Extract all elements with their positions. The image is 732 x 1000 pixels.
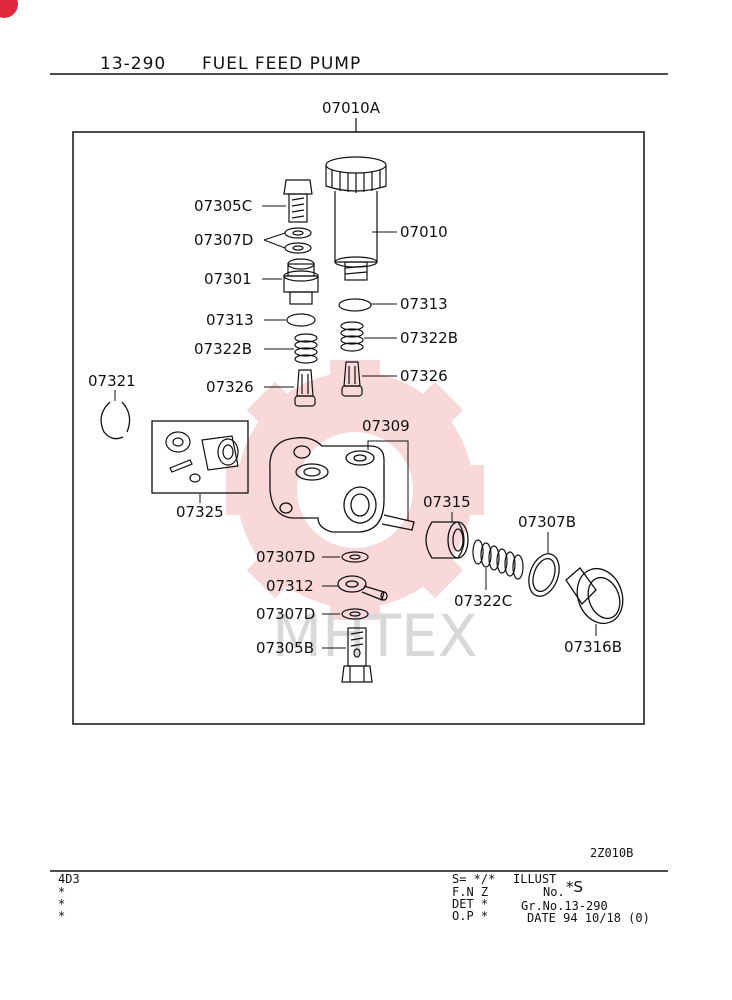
footer-illust: ILLUST	[513, 872, 556, 886]
footer-date: DATE 94 10/18 (0)	[527, 911, 650, 925]
kit-parts-07325	[165, 431, 239, 483]
washer-07307D-mid	[341, 551, 369, 563]
corner-badge	[0, 0, 18, 18]
watermark-gear-icon	[226, 360, 484, 620]
label-07326-right: 07326	[400, 367, 448, 385]
banjo-07312	[337, 575, 388, 601]
label-07322B-left: 07322B	[194, 340, 252, 358]
label-07305C: 07305C	[194, 197, 252, 215]
spring-07322B-right	[340, 321, 364, 352]
washers-07307D-top	[284, 227, 312, 254]
label-07322B-right: 07322B	[400, 329, 458, 347]
label-07325: 07325	[176, 503, 224, 521]
washer-07307D-low	[341, 608, 369, 620]
housing-07309	[269, 437, 415, 533]
spring-07322B-left	[294, 333, 318, 364]
label-07313-right: 07313	[400, 295, 448, 313]
label-07307B: 07307B	[518, 513, 576, 531]
label-07315: 07315	[423, 493, 471, 511]
label-07312: 07312	[266, 577, 314, 595]
footer-model: 4D3	[58, 872, 80, 886]
footer-fnz: F.N Z	[452, 885, 488, 899]
plug-07316B	[565, 567, 624, 625]
page-title: FUEL FEED PUMP	[202, 54, 361, 74]
snap-ring-07321	[100, 401, 131, 440]
oring-07313-left	[286, 313, 316, 327]
label-07309: 07309	[362, 417, 410, 435]
label-07321: 07321	[88, 372, 136, 390]
label-07316B: 07316B	[564, 638, 622, 656]
gasket-07307B	[528, 553, 560, 597]
fitting-07301	[283, 258, 319, 305]
valve-07326-left	[294, 369, 316, 407]
spring-07322C	[472, 539, 524, 580]
footer-op: O.P *	[452, 909, 488, 923]
footer-gr-no: Gr.No.13-290	[521, 899, 608, 913]
bolt-07305C	[283, 179, 313, 223]
label-07326-left: 07326	[206, 378, 254, 396]
label-07301: 07301	[204, 270, 252, 288]
footer-star-3: *	[58, 909, 65, 923]
oring-07313-right	[338, 298, 372, 312]
label-07322C: 07322C	[454, 592, 512, 610]
illust-code: 2Z010B	[590, 846, 633, 860]
bolt-07305B	[341, 627, 373, 683]
pump-07010	[325, 156, 387, 281]
footer-s-line: S= */*	[452, 872, 495, 886]
label-07010: 07010	[400, 223, 448, 241]
label-07313-left: 07313	[206, 311, 254, 329]
label-07307D-mid: 07307D	[256, 548, 315, 566]
kit-box-07325	[151, 420, 249, 494]
assembly-frame	[72, 131, 645, 725]
label-07010A: 07010A	[322, 99, 381, 117]
footer-no-label: No.	[543, 885, 565, 899]
watermark-text: MHTEX	[272, 602, 477, 670]
label-07307D-low: 07307D	[256, 605, 315, 623]
label-07305B: 07305B	[256, 639, 314, 657]
valve-07326-right	[341, 361, 363, 397]
sleeve-07315	[425, 521, 469, 559]
label-07307D-top: 07307D	[194, 231, 253, 249]
group-number: 13-290	[100, 54, 166, 74]
footer-star-1: *	[58, 885, 65, 899]
footer-star-2: *	[58, 897, 65, 911]
footer-det: DET *	[452, 897, 488, 911]
footer-no-value: *S	[566, 878, 583, 896]
